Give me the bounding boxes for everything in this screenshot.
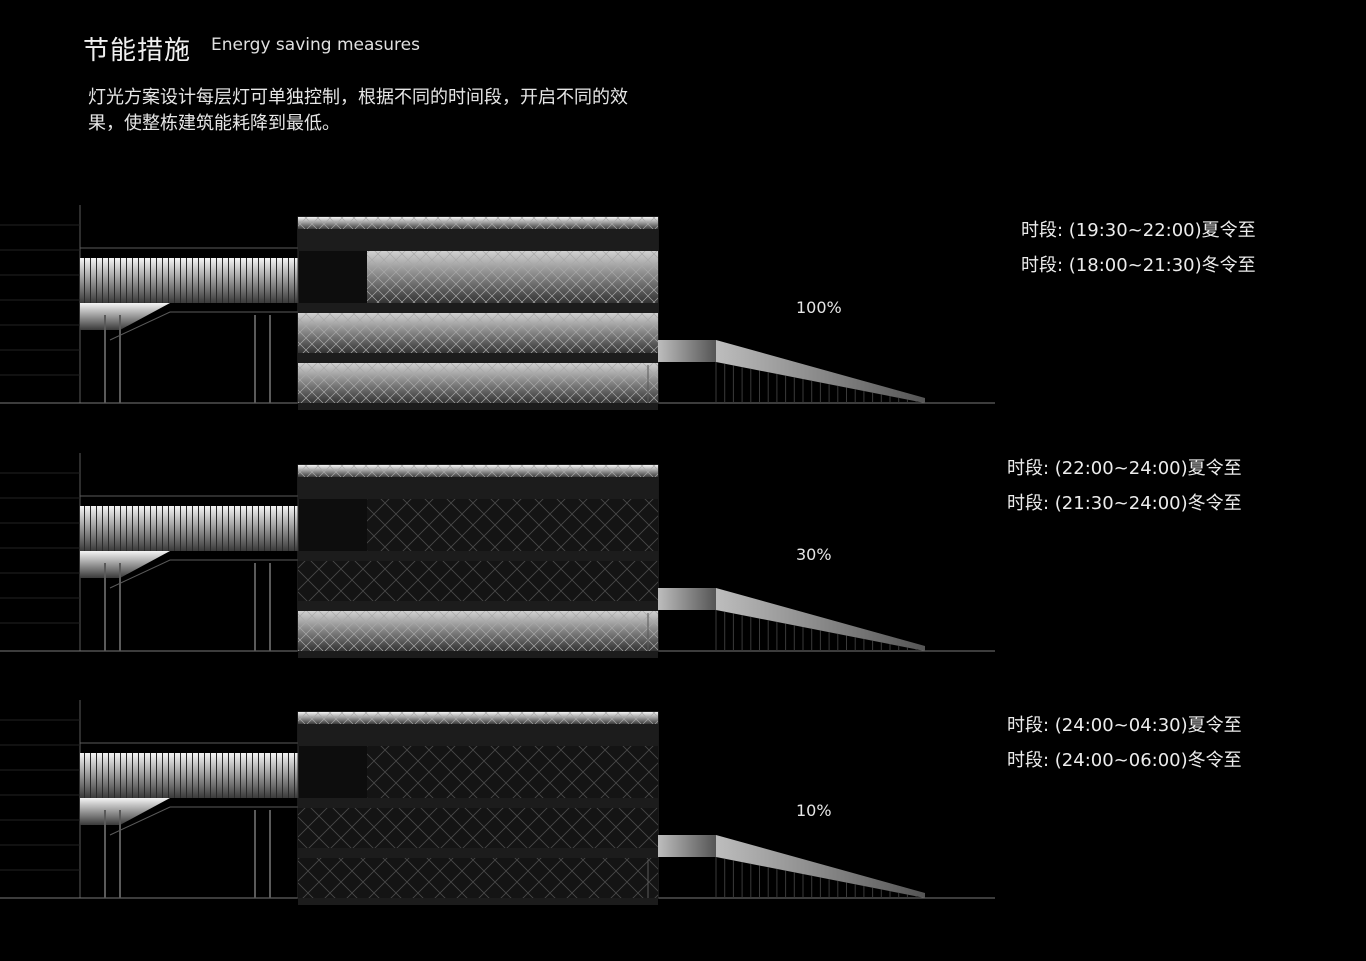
lighting-percent-label: 30% <box>796 545 832 564</box>
lighting-percent-label: 10% <box>796 801 832 820</box>
time-period-list: 时段: (24:00~04:30)夏令至 时段: (24:00~06:00)冬令… <box>1007 708 1242 778</box>
time-period-winter: 时段: (21:30~24:00)冬令至 <box>1007 493 1242 514</box>
time-period-winter: 时段: (24:00~06:00)冬令至 <box>1007 750 1242 771</box>
building-elevation-drawing <box>0 453 995 658</box>
elevation-panel-100 <box>0 200 1000 410</box>
elevation-panel-10 <box>0 695 1000 905</box>
elevation-lines <box>0 205 995 410</box>
time-period-list: 时段: (19:30~22:00)夏令至 时段: (18:00~21:30)冬令… <box>1021 213 1256 283</box>
time-period-list: 时段: (22:00~24:00)夏令至 时段: (21:30~24:00)冬令… <box>1007 451 1242 521</box>
building-elevation-drawing <box>0 700 995 905</box>
time-period-summer: 时段: (24:00~04:30)夏令至 <box>1007 715 1242 736</box>
time-period-summer: 时段: (22:00~24:00)夏令至 <box>1007 458 1242 479</box>
elevation-lines <box>0 700 995 905</box>
elevation-lines <box>0 453 995 658</box>
lighting-percent-label: 100% <box>796 298 842 317</box>
time-period-winter: 时段: (18:00~21:30)冬令至 <box>1021 255 1256 276</box>
page-title: 节能措施 <box>83 36 192 66</box>
building-elevation-drawing <box>0 205 995 410</box>
time-period-summer: 时段: (19:30~22:00)夏令至 <box>1021 220 1256 241</box>
description-text: 灯光方案设计每层灯可单独控制，根据不同的时间段，开启不同的效果，使整栋建筑能耗降… <box>88 87 628 134</box>
page-subtitle: Energy saving measures <box>211 35 420 55</box>
elevation-panel-30 <box>0 448 1000 658</box>
